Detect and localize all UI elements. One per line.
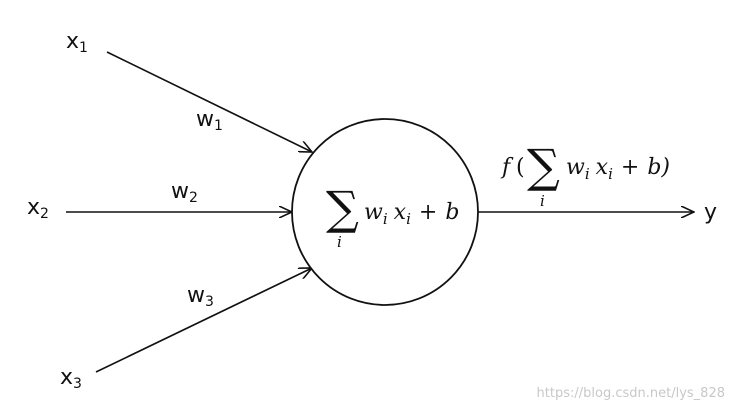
weight-label-w1: w1 — [196, 107, 223, 134]
neuron-sum-index: i — [337, 233, 342, 251]
weight-label-w3: w3 — [187, 283, 214, 310]
activation-function-f: f — [500, 155, 514, 180]
activation-open-paren: ( — [516, 155, 525, 180]
input-label-x3: x3 — [60, 365, 82, 392]
output-label-y: y — [704, 200, 717, 225]
neuron-sum-symbol: ∑ — [326, 181, 359, 235]
input-label-x2: x2 — [27, 195, 49, 222]
activation-sum-index: i — [540, 192, 545, 210]
weight-label-w2: w2 — [171, 179, 198, 206]
edge-x1-to-neuron — [106, 51, 312, 152]
watermark-text: https://blog.csdn.net/lys_828 — [537, 386, 725, 401]
edge-x3-to-neuron — [95, 268, 312, 373]
activation-sum-symbol: ∑ — [527, 139, 560, 193]
input-label-x1: x1 — [66, 29, 88, 56]
